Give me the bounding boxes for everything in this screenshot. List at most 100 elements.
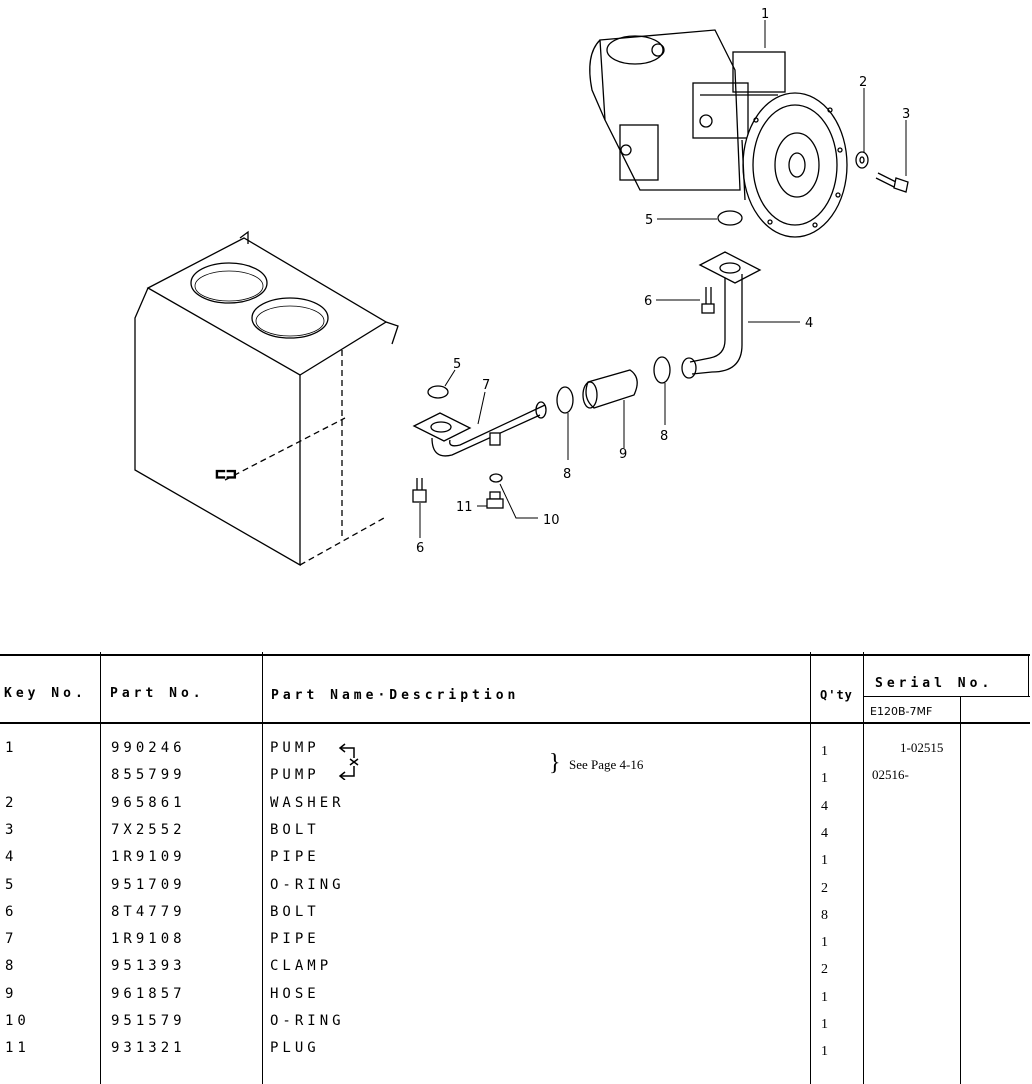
key-no-cell: 10: [5, 1013, 30, 1029]
col-divider: [863, 652, 864, 1084]
qty-cell: 2: [821, 962, 828, 978]
part-no-cell: 1R9109: [111, 849, 186, 866]
bolt-drawing: [701, 287, 715, 314]
hydraulic-pump-drawing: [589, 29, 848, 238]
callout-2: 2: [859, 75, 867, 90]
serial-sub-rule: [864, 696, 1030, 697]
key-no-cell: 1: [5, 740, 18, 756]
callout-7: 7: [482, 378, 490, 393]
clamp-drawing: [653, 356, 671, 384]
part-name-cell: CLAMP: [270, 958, 333, 975]
table-row: 8 951393 CLAMP 2: [0, 958, 1032, 985]
brace-icon: }: [549, 750, 561, 776]
key-no-cell: 6: [5, 903, 18, 920]
part-name-cell: O-RING: [270, 1013, 345, 1029]
col-divider: [810, 652, 811, 1084]
part-no-cell: 1R9108: [111, 931, 186, 948]
serial-cell: 02516-: [872, 767, 909, 783]
part-no-cell: 7X2552: [111, 821, 186, 838]
hydraulic-tank-drawing: ⊏⊐: [134, 230, 399, 567]
part-no-cell: 965861: [111, 794, 186, 811]
key-no-cell: 7: [5, 931, 18, 948]
qty-cell: 1: [821, 1017, 828, 1032]
part-no-cell: 8T4779: [111, 903, 186, 920]
header-serial-model: E120B-7MF: [870, 705, 933, 718]
plug-drawing: [486, 491, 504, 509]
qty-cell: 4: [821, 825, 828, 841]
key-no-cell: 4: [5, 849, 18, 866]
header-key-no: Key No.: [4, 686, 87, 701]
bolt-drawing: [412, 478, 427, 503]
part-no-cell: 961857: [111, 985, 186, 1002]
pipe-drawing: [681, 251, 762, 379]
part-no-cell: 951709: [111, 876, 186, 893]
header-bottom-rule: [0, 722, 1030, 724]
pipe-drawing: [412, 401, 547, 457]
parts-list-table: Key No. Part No. Part Name·Description Q…: [0, 652, 1032, 1084]
callout-4: 4: [805, 316, 813, 331]
see-page-note: See Page 4-16: [569, 757, 644, 772]
callout-5-top: 5: [645, 213, 653, 228]
o-ring-drawing: [489, 473, 503, 483]
qty-cell: 1: [821, 989, 828, 1005]
qty-cell: 2: [821, 880, 828, 896]
o-ring-drawing: [717, 210, 743, 226]
interchange-arrows-icon: [338, 743, 359, 780]
clamp-drawing: [556, 386, 574, 414]
part-no-cell: 951393: [111, 958, 186, 975]
callout-1: 1: [761, 7, 769, 22]
qty-cell: 1: [821, 771, 828, 787]
part-no-cell: 931321: [111, 1040, 186, 1057]
part-name-cell: BOLT: [270, 821, 320, 838]
part-no-cell: 990246: [111, 740, 186, 756]
col-divider-serial: [960, 696, 961, 1084]
qty-cell: 8: [821, 907, 828, 923]
table-row: 855799 PUMP 1 02516-: [0, 767, 1032, 794]
header-qty: Q'ty: [820, 688, 853, 702]
table-row: 10 951579 O-RING 1: [0, 1013, 1032, 1040]
part-name-cell: WASHER: [270, 794, 345, 811]
svg-text:⊏⊐: ⊏⊐: [215, 467, 237, 482]
col-divider: [262, 652, 263, 1084]
qty-cell: 1: [821, 744, 828, 759]
callout-10: 10: [543, 513, 560, 528]
table-row: 7 1R9108 PIPE 1: [0, 931, 1032, 958]
callout-8-right: 8: [660, 429, 668, 444]
part-name-cell: PLUG: [270, 1040, 320, 1057]
header-part-no: Part No.: [110, 686, 205, 701]
part-name-cell: PIPE: [270, 931, 320, 948]
callout-5-left: 5: [453, 357, 461, 372]
qty-cell: 1: [821, 935, 828, 951]
callout-9: 9: [619, 447, 627, 462]
key-no-cell: 8: [5, 958, 18, 975]
table-row: 5 951709 O-RING 2: [0, 877, 1032, 904]
qty-cell: 1: [821, 1044, 828, 1060]
part-name-cell: PUMP: [270, 767, 320, 784]
table-right-edge: [1028, 654, 1029, 696]
key-no-cell: 9: [5, 985, 18, 1002]
part-name-cell: O-RING: [270, 876, 345, 893]
col-divider: [100, 652, 101, 1084]
bolt-drawing: [875, 172, 909, 193]
o-ring-drawing: [427, 385, 449, 399]
serial-cell: 1-02515: [900, 740, 944, 755]
leader-lines: [419, 20, 907, 538]
part-no-cell: 855799: [111, 767, 186, 784]
table-top-rule: [0, 654, 1030, 656]
part-no-cell: 951579: [111, 1013, 186, 1029]
part-name-cell: PIPE: [270, 849, 320, 866]
callout-6-lower: 6: [416, 541, 424, 556]
hose-drawing: [582, 369, 638, 409]
key-no-cell: 5: [5, 876, 18, 893]
washer-drawing: [855, 151, 869, 169]
callout-11: 11: [456, 500, 473, 515]
header-description: Part Name·Description: [271, 688, 520, 703]
key-no-cell: 11: [5, 1040, 30, 1057]
table-row: 11 931321 PLUG 1: [0, 1040, 1032, 1067]
callout-8-left: 8: [563, 467, 571, 482]
